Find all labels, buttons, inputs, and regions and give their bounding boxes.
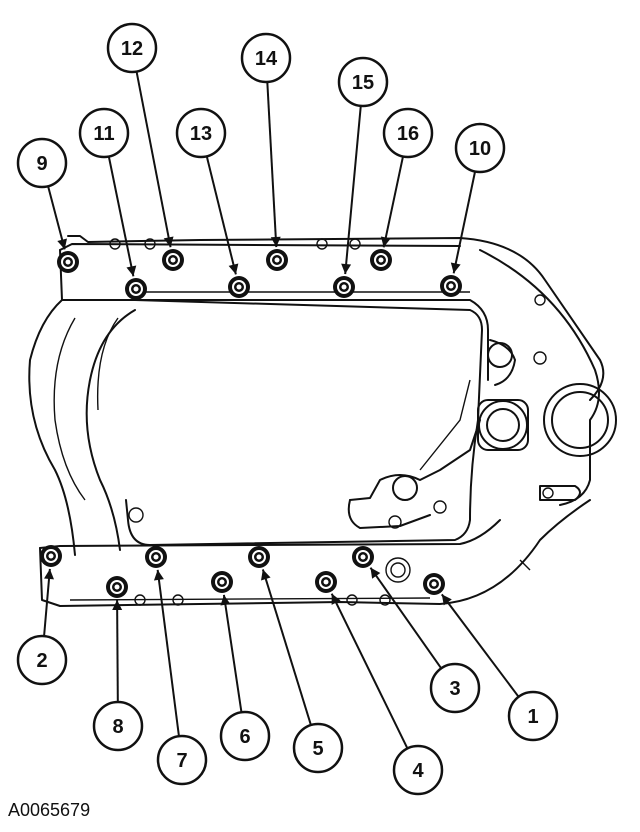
callout-label-10: 10 bbox=[469, 138, 491, 160]
bolt-4 bbox=[315, 571, 337, 593]
callout-label-12: 12 bbox=[121, 38, 143, 60]
leader-arrow-3 bbox=[370, 567, 381, 579]
bolt-7 bbox=[145, 546, 167, 568]
leader-arrow-9 bbox=[57, 238, 67, 250]
callout-2: 2 bbox=[16, 634, 68, 686]
leader-line-16 bbox=[382, 156, 404, 248]
bolt-13 bbox=[228, 276, 250, 298]
leader-line-13 bbox=[205, 156, 237, 275]
callout-12: 12 bbox=[106, 22, 158, 74]
callout-16: 16 bbox=[382, 107, 434, 159]
leader-arrow-14 bbox=[270, 236, 281, 248]
callout-label-1: 1 bbox=[527, 706, 538, 728]
leader-line-8 bbox=[116, 599, 119, 703]
callout-5: 5 bbox=[292, 722, 344, 774]
figure-code: A0065679 bbox=[8, 800, 91, 820]
leader-arrow-8 bbox=[112, 599, 123, 611]
leader-arrow-10 bbox=[450, 262, 461, 274]
leader-arrow-11 bbox=[126, 265, 137, 277]
leader-line-7 bbox=[156, 569, 180, 737]
callout-label-6: 6 bbox=[239, 726, 250, 748]
callout-13: 13 bbox=[175, 107, 227, 159]
leader-line-5 bbox=[261, 569, 312, 726]
bolt-5 bbox=[248, 546, 270, 568]
bolt-3 bbox=[352, 546, 374, 568]
bolt-15 bbox=[333, 276, 355, 298]
bolt-12 bbox=[162, 249, 184, 271]
callout-label-16: 16 bbox=[397, 123, 419, 145]
leader-line-15 bbox=[344, 105, 362, 275]
leader-arrow-16 bbox=[380, 236, 391, 248]
bolt-group bbox=[40, 249, 462, 598]
leader-line-12 bbox=[135, 71, 172, 248]
leader-line-9 bbox=[47, 185, 66, 250]
bolt-1 bbox=[423, 573, 445, 595]
callout-label-2: 2 bbox=[36, 650, 47, 672]
leader-arrow-2 bbox=[44, 568, 54, 580]
callout-6: 6 bbox=[219, 710, 271, 762]
leader-line-11 bbox=[107, 156, 135, 277]
bolt-16 bbox=[370, 249, 392, 271]
callout-label-3: 3 bbox=[449, 678, 460, 700]
callout-14: 14 bbox=[240, 32, 292, 84]
leader-arrow-15 bbox=[341, 263, 352, 275]
callout-label-7: 7 bbox=[176, 750, 187, 772]
bolt-10 bbox=[440, 275, 462, 297]
leader-arrow-12 bbox=[163, 236, 174, 248]
callout-10: 10 bbox=[454, 122, 506, 174]
callout-label-11: 11 bbox=[93, 123, 114, 145]
leader-line-2 bbox=[43, 568, 51, 637]
callout-8: 8 bbox=[92, 700, 144, 752]
leader-arrow-7 bbox=[153, 569, 164, 581]
callout-11: 11 bbox=[78, 107, 130, 159]
bolt-9 bbox=[57, 251, 79, 273]
callout-label-5: 5 bbox=[312, 738, 323, 760]
callout-15: 15 bbox=[337, 56, 389, 108]
callout-label-9: 9 bbox=[36, 153, 47, 175]
leader-arrow-5 bbox=[261, 569, 271, 581]
bolt-11 bbox=[125, 278, 147, 300]
callout-1: 1 bbox=[507, 690, 559, 742]
leader-line-3 bbox=[369, 567, 443, 669]
callout-4: 4 bbox=[392, 744, 444, 796]
callout-label-13: 13 bbox=[190, 123, 212, 145]
callout-7: 7 bbox=[156, 734, 208, 786]
leader-line-4 bbox=[330, 593, 409, 749]
callout-label-15: 15 bbox=[352, 72, 374, 94]
leader-arrow-4 bbox=[331, 593, 341, 605]
bolt-6 bbox=[211, 571, 233, 593]
callout-3: 3 bbox=[429, 662, 481, 714]
leader-arrow-13 bbox=[228, 263, 239, 275]
leader-line-1 bbox=[440, 593, 520, 698]
leader-arrow-6 bbox=[220, 594, 231, 606]
bolt-2 bbox=[40, 545, 62, 567]
bolt-14 bbox=[266, 249, 288, 271]
callout-label-8: 8 bbox=[112, 716, 123, 738]
callout-label-4: 4 bbox=[412, 760, 424, 782]
callout-label-14: 14 bbox=[255, 48, 278, 70]
leader-arrow-1 bbox=[441, 594, 452, 606]
leader-line-10 bbox=[452, 171, 477, 274]
bolt-8 bbox=[106, 576, 128, 598]
leader-line-6 bbox=[222, 594, 243, 713]
callout-9: 9 bbox=[16, 137, 68, 189]
manifold-outline bbox=[28, 235, 617, 607]
leader-group bbox=[43, 71, 520, 749]
leader-line-14 bbox=[266, 81, 278, 248]
